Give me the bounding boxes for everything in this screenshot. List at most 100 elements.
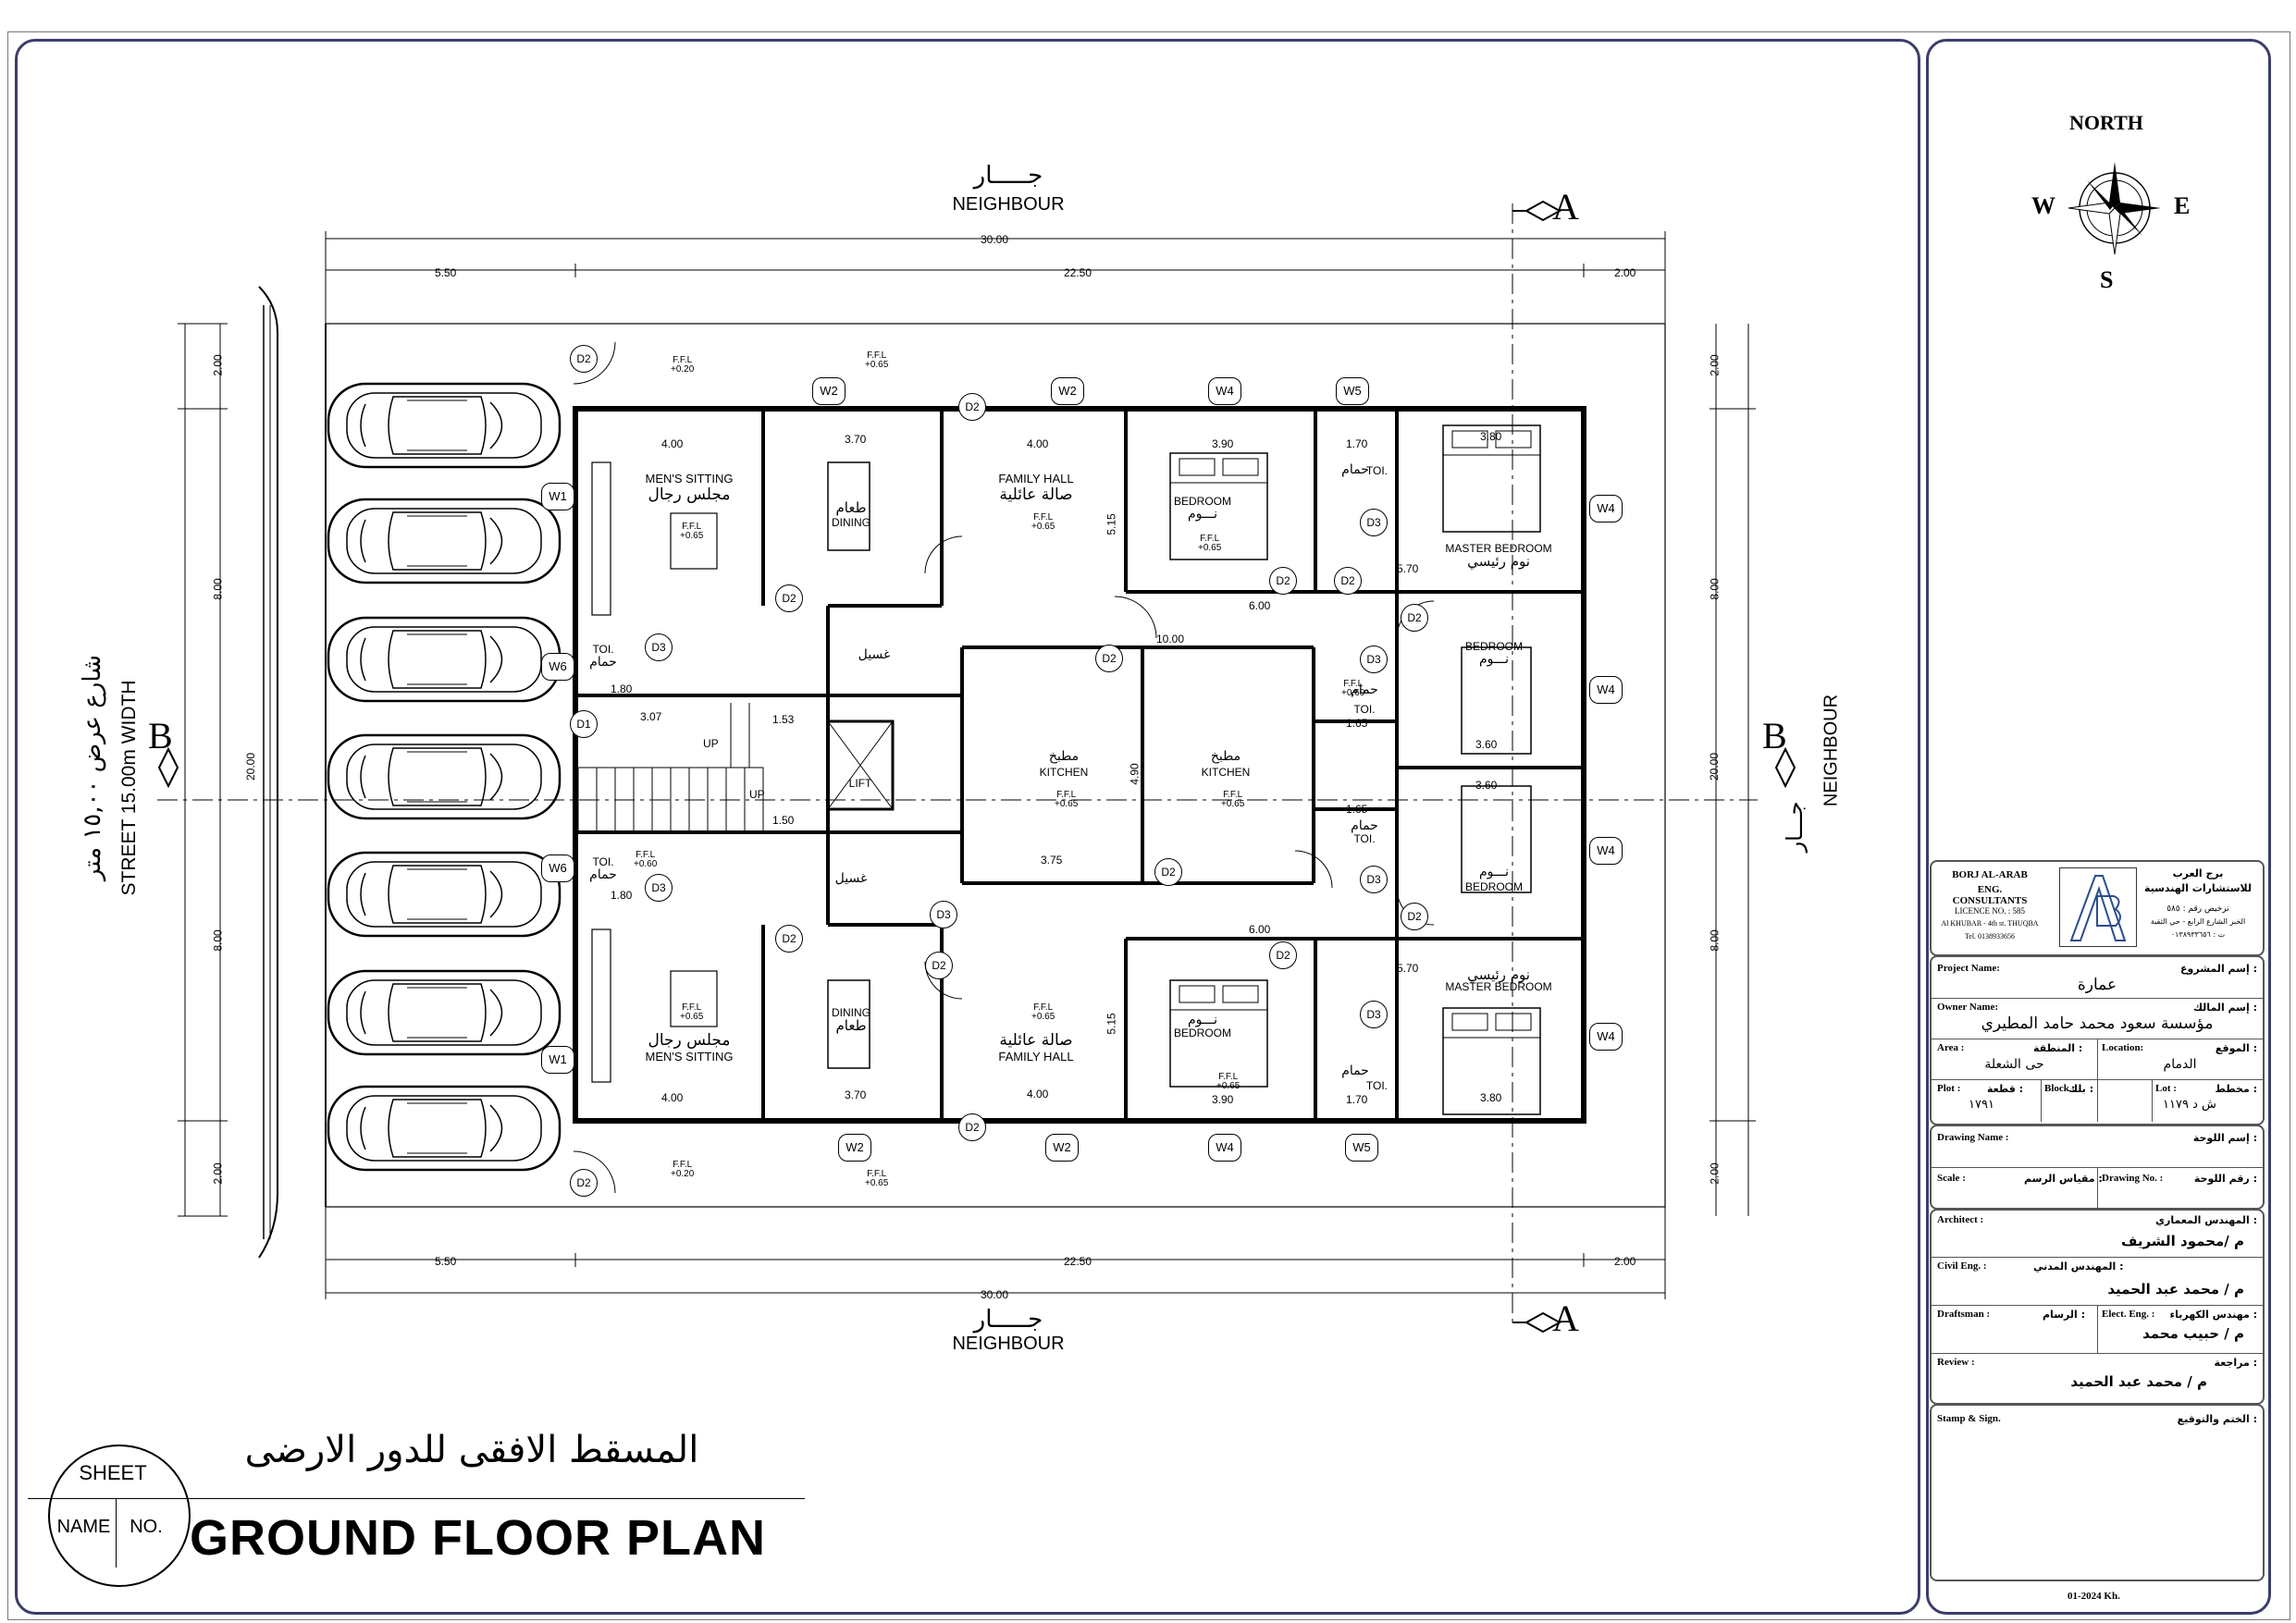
architect-label-ar: المهندس المعماري : [2154, 1214, 2257, 1226]
dim-kitchen-h: 4.90 [1128, 763, 1142, 785]
sheet-badge-circle [48, 1445, 191, 1587]
ffl-label: F.F.L [1343, 679, 1364, 689]
door-tag-d2: D2 [775, 925, 803, 953]
ffl-label: F.F.L [1200, 534, 1220, 544]
stair-up-1: UP [703, 737, 719, 750]
neighbour-bottom-en: NEIGHBOUR [952, 1334, 1065, 1354]
sheet-badge-no: NO. [130, 1517, 163, 1537]
window-tag-w4: W4 [1589, 495, 1623, 523]
compass-e: E [2174, 192, 2191, 219]
door-tag-d2: D2 [958, 1113, 986, 1141]
room-bedroom-mid-top-ar: نـــوم [1478, 652, 1510, 667]
dim-left-bottom: 5.50 [435, 1255, 457, 1268]
ffl-entry-bottom: F.F.L+0.20 [671, 1161, 694, 1179]
window-tag-w4: W4 [1589, 837, 1623, 865]
sheet-badge-name: NAME [56, 1517, 111, 1537]
ffl-value: +0.20 [671, 364, 695, 375]
room-toilet-bottom-en: TOI. [1365, 1079, 1388, 1092]
plot-label-en: Plot : [1937, 1083, 1961, 1094]
ffl-bedroom-top: F.F.L+0.65 [1198, 535, 1221, 553]
street-label-ar: شارع عرض ١٥,٠٠ متر [79, 654, 106, 881]
section-mark-b-right: B [1762, 715, 1787, 756]
room-master-bedroom-bottom-ar: نوم رئيسي [1467, 966, 1530, 983]
dim-corridor-top: 6.00 [1249, 599, 1271, 612]
window-tag-w2: W2 [812, 377, 846, 405]
project-label-en: Project Name: [1937, 963, 2000, 974]
north-label: NORTH [2069, 111, 2143, 134]
section-mark-a-top: A [1552, 186, 1579, 227]
sheet-border [7, 31, 2290, 1620]
divider [1932, 998, 2263, 999]
divider [2097, 1167, 2098, 1208]
room-kitchen-1-ar: مطبخ [1048, 749, 1080, 764]
dim-corridor-bottom: 6.00 [1249, 923, 1271, 936]
room-toilet-left-bottom-en: TOI. [592, 855, 614, 868]
company-address-en: Al KHUBAR - 4th st. THUQBA [1941, 919, 2039, 928]
company-address-ar: الخبر الشارع الرابع - حي الثقبة [2150, 917, 2246, 926]
floor-plan-drawing [157, 200, 1796, 1334]
title-underline [28, 1498, 805, 1499]
door-tag-d3: D3 [1360, 866, 1388, 893]
dim-side-b-right-bottom: 8.00 [1708, 929, 1722, 952]
date-label: 01-2024 Kh. [2068, 1591, 2120, 1602]
window-tag-w4: W4 [1208, 377, 1241, 405]
window-tag-w1: W1 [541, 483, 574, 510]
company-logo [2059, 867, 2137, 947]
ffl-value: +0.60 [634, 859, 658, 869]
room-lift-en: LIFT [848, 777, 872, 790]
divider [1932, 1257, 2263, 1258]
room-bedroom-top-en: BEDROOM [1173, 495, 1231, 508]
room-dining-top-ar: طعام [835, 499, 867, 516]
ffl-label: F.F.L [1056, 790, 1077, 800]
room-toilet-bottom-ar: حمام [1341, 1064, 1369, 1078]
lot-label-en: Lot : [2155, 1083, 2177, 1094]
divider [2097, 1305, 2098, 1353]
area-value: حى الشعلة [1984, 1057, 2044, 1072]
dim-dining-top: 3.70 [845, 433, 867, 446]
door-tag-d3: D3 [645, 874, 673, 902]
elect-label-en: Elect. Eng. : [2102, 1309, 2155, 1320]
door-tag-d3: D3 [1360, 646, 1388, 673]
room-bedroom-bottom-en: BEDROOM [1173, 1027, 1231, 1039]
architect-label-en: Architect : [1937, 1214, 1984, 1225]
dim-stair-c: 1.50 [772, 814, 795, 827]
dim-toilet-top: 1.70 [1346, 437, 1368, 450]
room-toilet-left-top-en: TOI. [592, 643, 614, 656]
ffl-mens-bottom: F.F.L+0.65 [680, 1003, 703, 1022]
draftsman-label-ar: الرسام : [2043, 1309, 2085, 1321]
stamp-label-ar: الختم والتوقيع : [2177, 1413, 2257, 1425]
room-bedroom-mid-bottom-en: BEDROOM [1464, 880, 1523, 893]
room-dining-bottom-en: DINING [832, 1006, 870, 1019]
dim-master-w-bottom: 5.70 [1397, 962, 1419, 975]
room-kitchen-1-en: KITCHEN [1039, 766, 1089, 779]
ffl-value: +0.65 [680, 531, 704, 541]
ffl-value: +0.60 [1341, 688, 1365, 698]
dim-bedroom-bottom: 3.90 [1212, 1093, 1234, 1106]
area-label-en: Area : [1937, 1042, 1965, 1053]
dim-total-bottom: 30.00 [981, 1288, 1009, 1301]
drawing-name-en: Drawing Name : [1937, 1132, 2009, 1143]
room-master-bedroom-bottom-en: MASTER BEDROOM [1445, 980, 1552, 993]
door-tag-d2: D2 [570, 345, 598, 373]
section-mark-a-bottom: A [1552, 1297, 1579, 1339]
door-tag-d2: D2 [1334, 567, 1362, 595]
sheet-badge-divider [116, 1498, 117, 1568]
door-tag-d2: D2 [570, 1169, 598, 1197]
drawing-no-label-ar: رقم اللوحة : [2193, 1173, 2257, 1185]
draftsman-label-en: Draftsman : [1937, 1309, 1991, 1320]
company-name-en-1: BORJ AL-ARAB [1952, 869, 2028, 880]
dim-mid-bottom: 22.50 [1064, 1255, 1092, 1268]
company-licence-en: LICENCE NO. : 585 [1955, 906, 2025, 916]
ffl-label: F.F.L [1033, 512, 1054, 523]
dim-corridor-long: 10.00 [1156, 633, 1185, 646]
window-tag-w6: W6 [541, 653, 574, 681]
company-name-en-2: ENG. CONSULTANTS [1952, 884, 2028, 906]
stair-up-2: UP [749, 788, 765, 801]
neighbour-top-en: NEIGHBOUR [952, 194, 1065, 215]
door-tag-d2: D2 [1095, 645, 1123, 672]
owner-value: مؤسسة سعود محمد حامد المطيري [1981, 1014, 2214, 1033]
room-family-hall-bottom-en: FAMILY HALL [998, 1050, 1074, 1064]
ffl-kitchen-2: F.F.L+0.65 [1221, 791, 1244, 809]
project-label-ar: إسم المشروع : [2180, 963, 2257, 975]
drawing-info-block: Drawing Name : إسم اللوحة : Scale : مقيا… [1930, 1125, 2265, 1210]
